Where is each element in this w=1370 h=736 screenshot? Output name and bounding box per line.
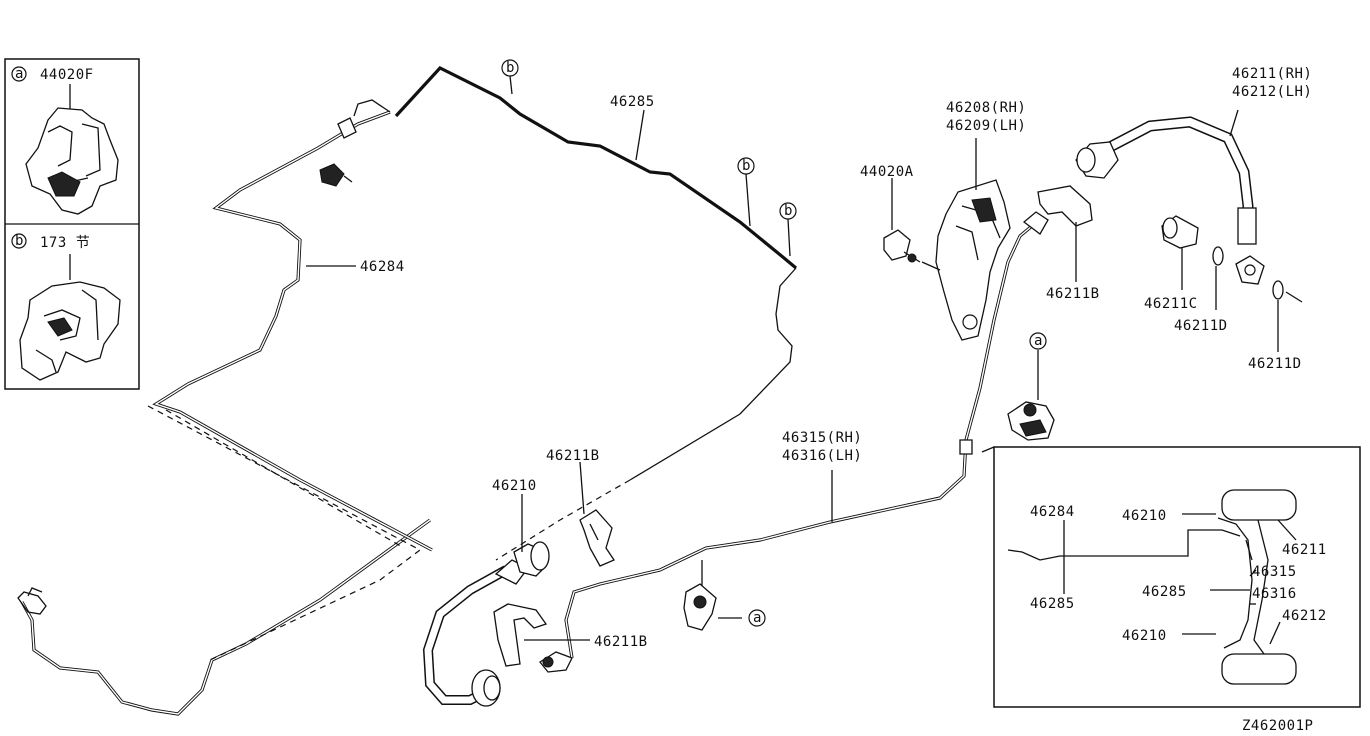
part-label-173: 173 节 (40, 235, 90, 251)
hose-46211 (1075, 109, 1265, 285)
inset-label-46210-top: 46210 (1122, 508, 1167, 524)
brake-line-46315 (564, 211, 1049, 659)
label-46211d-2: 46211D (1248, 356, 1302, 372)
bolt-44020a-icon (883, 178, 941, 271)
clip-a-upper-icon: a (1007, 332, 1055, 441)
label-46315: 46315(RH) (782, 430, 862, 446)
clip-44020f-icon (25, 84, 119, 215)
clip-a-lower-icon: a (683, 583, 766, 631)
label-46210: 46210 (492, 478, 537, 494)
marker-b-label: b (15, 233, 24, 249)
inset-label-46210-bottom: 46210 (1122, 628, 1167, 644)
inset-label-46316: 46316 (1252, 586, 1297, 602)
diagram-id: Z462001P (1242, 718, 1313, 734)
inset-label-46285-r: 46285 (1142, 584, 1187, 600)
inset-label-46284: 46284 (1030, 504, 1075, 520)
inset-label-46285: 46285 (1030, 596, 1075, 612)
part-label-44020f: 44020F (40, 67, 94, 83)
marker-a-lower: a (753, 610, 762, 626)
label-46284: 46284 (360, 259, 405, 275)
marker-b-1: b (506, 60, 515, 76)
label-46211b-top: 46211B (1046, 286, 1100, 302)
label-44020a: 44020A (860, 164, 914, 180)
label-46211d-1: 46211D (1174, 318, 1228, 334)
label-46211b-low: 46211B (594, 634, 648, 650)
marker-b-group: b b b (501, 59, 797, 257)
label-46209: 46209(LH) (946, 118, 1026, 134)
marker-b-2: b (742, 158, 751, 174)
clip-46211b-mid-icon (579, 509, 615, 567)
label-46211c: 46211C (1144, 296, 1198, 312)
clip-173-icon (19, 254, 121, 381)
label-46211b-mid: 46211B (546, 448, 600, 464)
label-46208: 46208(RH) (946, 100, 1026, 116)
label-46316: 46316(LH) (782, 448, 862, 464)
inset-clip-box-a: a 44020F b 173 节 (4, 58, 140, 390)
inset-label-46315: 46315 (1252, 564, 1297, 580)
label-46285: 46285 (610, 94, 655, 110)
inset-label-46211: 46211 (1282, 542, 1327, 558)
bracket-46208-icon (935, 138, 1011, 341)
brake-line-46285 (394, 66, 798, 561)
marker-b-3: b (784, 203, 793, 219)
brake-line-46284 (17, 99, 433, 716)
layout-inset: 46284 46285 46210 46211 46315 46285 4631… (981, 446, 1361, 708)
clip-on-46284-upper (319, 117, 357, 187)
clip-46211b-low-icon (493, 603, 548, 667)
clip-46211b-top-icon (1037, 185, 1093, 282)
leader-lines (306, 109, 833, 641)
label-46211: 46211(RH) (1232, 66, 1312, 82)
marker-a-upper: a (1034, 333, 1043, 349)
marker-a-label: a (15, 66, 24, 82)
bolt-46211c-icon (1161, 215, 1303, 352)
label-46212: 46212(LH) (1232, 84, 1312, 100)
inset-label-46212: 46212 (1282, 608, 1327, 624)
